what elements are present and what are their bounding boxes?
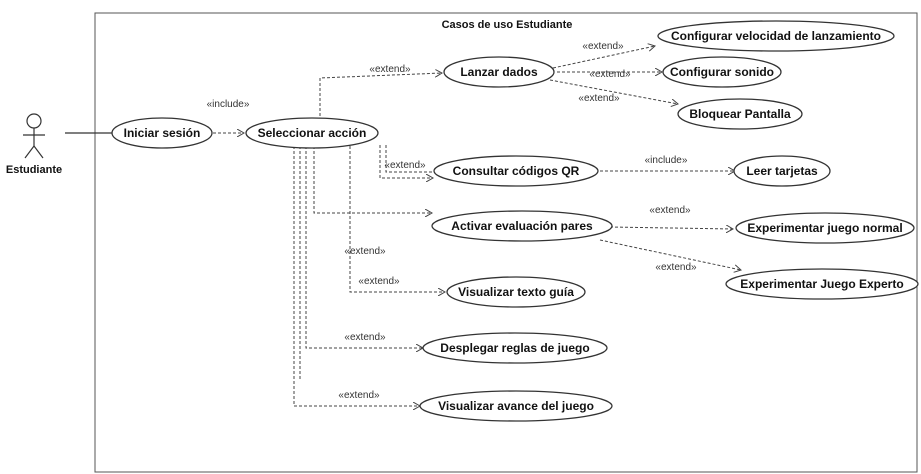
extend-label-activar: «extend» — [344, 246, 386, 257]
use-case-lanzar-dados[interactable]: Lanzar dados — [443, 56, 555, 88]
extend-label-vel: «extend» — [582, 41, 624, 52]
use-case-label: Visualizar texto guía — [458, 285, 574, 299]
use-case-visualizar-texto[interactable]: Visualizar texto guía — [446, 276, 586, 308]
connectors — [213, 46, 741, 406]
stereotype-labels: «include» «extend» «extend» «extend» «ex… — [207, 41, 697, 401]
extend-label-sonido: «extend» — [589, 69, 631, 80]
use-case-visualizar-avance[interactable]: Visualizar avance del juego — [419, 390, 613, 422]
use-case-label: Iniciar sesión — [124, 126, 201, 140]
use-case-label: Leer tarjetas — [746, 164, 818, 178]
extend-label-consultar: «extend» — [384, 160, 426, 171]
include-label-1: «include» — [207, 99, 250, 110]
use-case-experimentar-normal[interactable]: Experimentar juego normal — [735, 212, 915, 244]
use-case-experimentar-experto[interactable]: Experimentar Juego Experto — [725, 268, 919, 300]
use-case-label: Experimentar Juego Experto — [740, 277, 903, 291]
extend-label-lanzar: «extend» — [369, 64, 411, 75]
extend-label-normal: «extend» — [649, 205, 691, 216]
use-case-bloquear-pantalla[interactable]: Bloquear Pantalla — [677, 98, 803, 130]
use-case-label: Experimentar juego normal — [747, 221, 902, 235]
system-title: Casos de uso Estudiante — [442, 19, 573, 31]
extend-label-experto: «extend» — [655, 262, 697, 273]
system-boundary — [94, 12, 918, 473]
extend-label-bloquear: «extend» — [578, 93, 620, 104]
actor-head-icon — [26, 113, 42, 129]
extend-label-avance: «extend» — [338, 390, 380, 401]
include-label-leer: «include» — [645, 155, 688, 166]
actor-label: Estudiante — [6, 164, 62, 176]
use-case-configurar-sonido[interactable]: Configurar sonido — [662, 56, 782, 88]
use-case-seleccionar-accion[interactable]: Seleccionar acción — [245, 117, 379, 149]
use-case-activar-evaluacion[interactable]: Activar evaluación pares — [431, 210, 613, 242]
actor-estudiante[interactable]: Estudiante — [6, 113, 62, 176]
use-case-label: Consultar códigos QR — [453, 164, 580, 178]
use-case-label: Lanzar dados — [460, 65, 538, 79]
extend-label-desplegar: «extend» — [344, 332, 386, 343]
use-case-label: Seleccionar acción — [258, 126, 367, 140]
extend-label-texto: «extend» — [358, 276, 400, 287]
use-case-label: Bloquear Pantalla — [689, 107, 791, 121]
use-case-label: Configurar sonido — [670, 65, 774, 79]
use-case-configurar-velocidad[interactable]: Configurar velocidad de lanzamiento — [657, 20, 895, 52]
use-case-iniciar-sesion[interactable]: Iniciar sesión — [111, 117, 213, 149]
use-case-leer-tarjetas[interactable]: Leer tarjetas — [733, 155, 831, 187]
use-case-label: Configurar velocidad de lanzamiento — [671, 29, 881, 43]
use-case-label: Visualizar avance del juego — [438, 399, 594, 413]
use-case-label: Desplegar reglas de juego — [440, 341, 589, 355]
use-case-consultar-qr[interactable]: Consultar códigos QR — [433, 155, 599, 187]
use-case-desplegar-reglas[interactable]: Desplegar reglas de juego — [422, 332, 608, 364]
use-case-label: Activar evaluación pares — [451, 219, 593, 233]
